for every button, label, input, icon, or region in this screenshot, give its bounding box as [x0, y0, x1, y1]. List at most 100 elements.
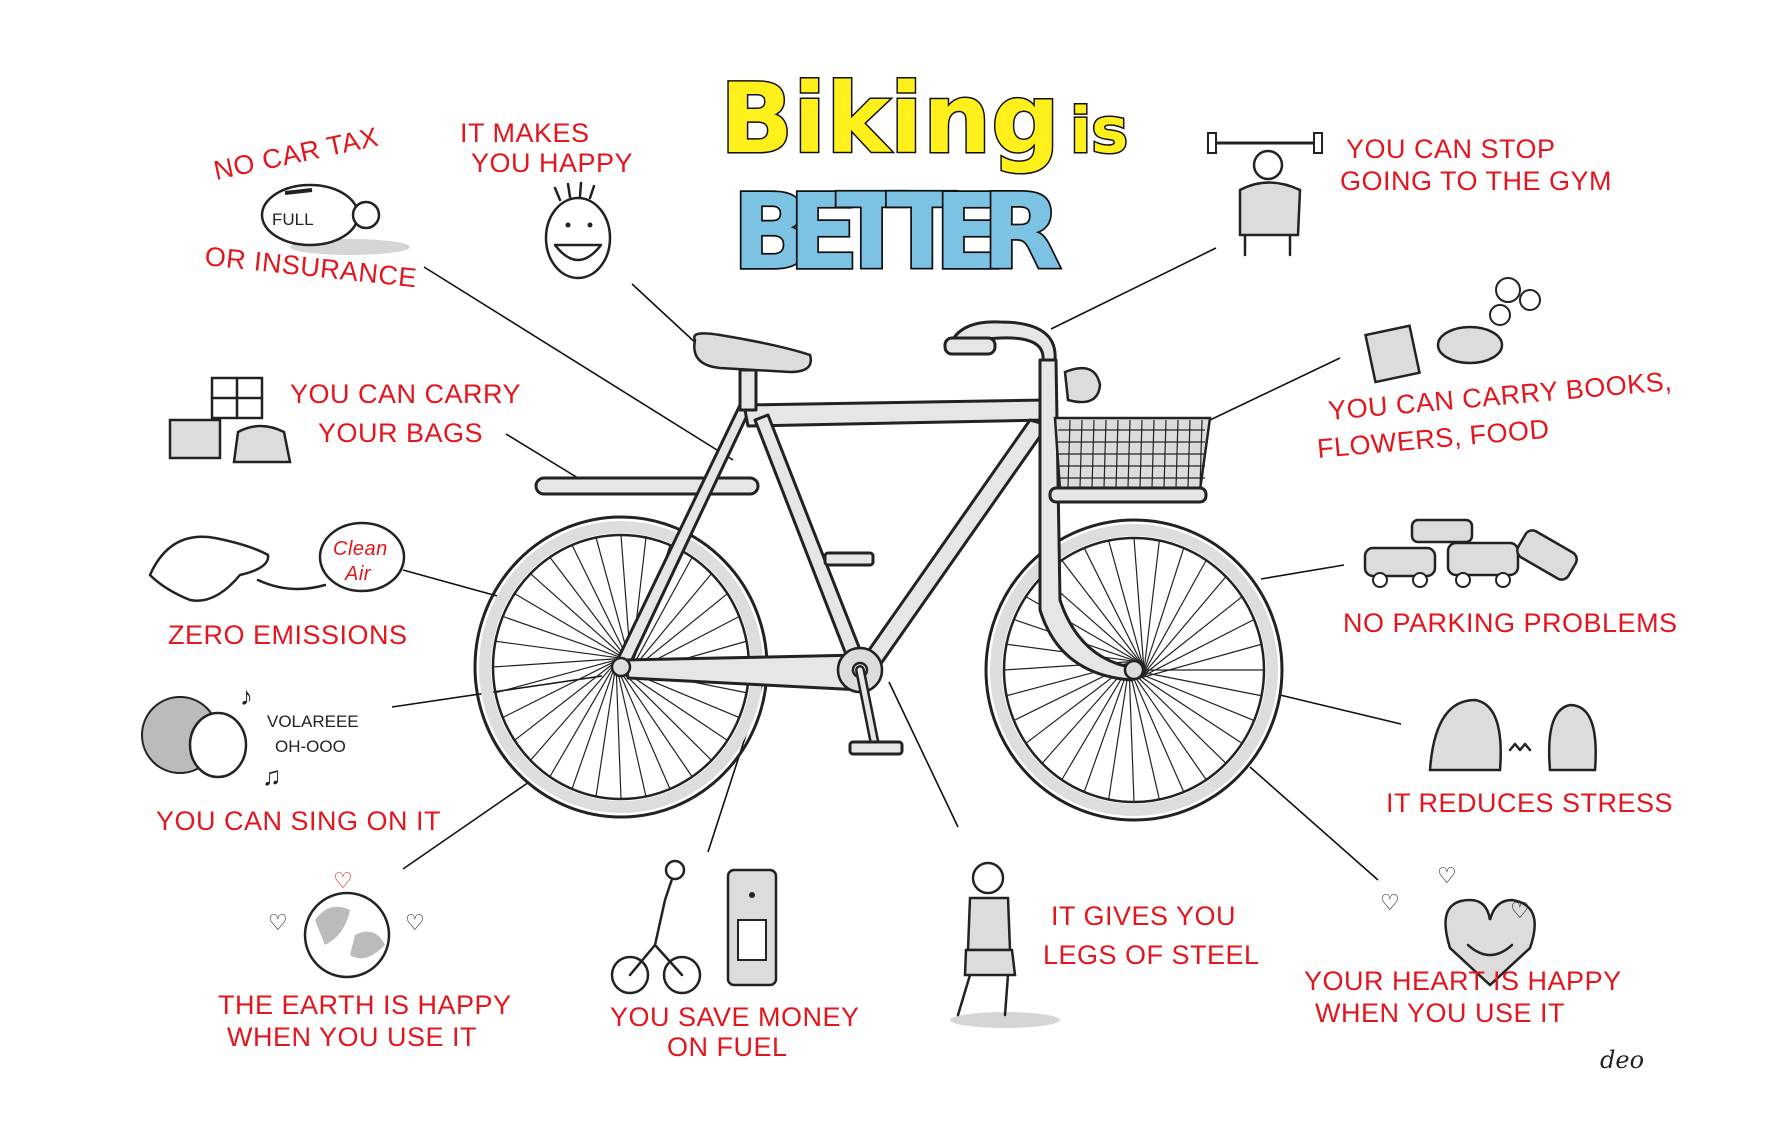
weightlifter-icon — [1207, 132, 1323, 257]
spoke — [1083, 547, 1143, 665]
leader-sing — [391, 675, 603, 708]
label-earth-2: WHEN YOU USE IT — [227, 1022, 477, 1052]
label-stress: IT REDUCES STRESS — [1386, 788, 1673, 818]
strong-legs-man-icon — [950, 861, 1060, 1028]
spoke — [1143, 540, 1160, 672]
song-line-1: VOLAREEE — [267, 712, 359, 731]
seat-stay — [753, 413, 868, 672]
spoke — [1128, 678, 1135, 803]
artist-signature: deo — [1600, 1046, 1644, 1074]
front-hub — [1123, 659, 1145, 681]
pedal — [848, 740, 904, 756]
spoke — [627, 673, 728, 741]
label-sing: YOU CAN SING ON IT — [156, 806, 441, 836]
spoke — [1142, 674, 1255, 722]
spoke — [1133, 643, 1262, 681]
label-gym-1: YOU CAN STOP — [1346, 134, 1556, 164]
label-fuel-2: ON FUEL — [667, 1032, 788, 1062]
spoke — [1143, 671, 1262, 697]
spoke — [495, 660, 614, 694]
leader-stress — [1279, 694, 1402, 725]
heart-small-icon: ♡ — [333, 868, 353, 893]
spoke — [1142, 547, 1185, 674]
singer-icon: ♪ ♫ VOLAREEE OH-OOO — [141, 681, 359, 791]
spoke — [502, 615, 621, 658]
cloud-text-clean: Clean — [333, 538, 388, 560]
spoke — [1041, 670, 1125, 764]
spoke — [1135, 618, 1255, 681]
label-gym-2: GOING TO THE GYM — [1340, 166, 1612, 196]
title-better: BETTER — [732, 171, 1062, 293]
label-heart-1: YOUR HEART IS HAPPY — [1304, 966, 1622, 996]
traffic-jam-icon — [1363, 518, 1578, 588]
spoke — [571, 544, 630, 662]
label-bags-2: YOUR BAGS — [318, 418, 483, 448]
leader-legs — [888, 681, 959, 828]
spoke — [625, 675, 712, 761]
music-note-icon: ♪ — [240, 681, 253, 711]
spoke — [530, 573, 626, 659]
leader-heart — [1249, 766, 1379, 881]
spoke — [1137, 596, 1243, 680]
happy-heart-icon: ♡ ♡ ♡ — [1380, 863, 1536, 987]
spoke — [514, 593, 623, 658]
cyclist-and-pump-icon — [610, 859, 778, 995]
spoke — [1131, 679, 1160, 800]
leader-lines — [391, 247, 1402, 881]
title: Biking is BETTER — [719, 62, 1130, 295]
driver-face-icon — [148, 535, 327, 602]
leader-books — [1209, 357, 1341, 421]
label-legs-1: IT GIVES YOU — [1051, 901, 1236, 931]
spoke — [1140, 576, 1227, 678]
down-tube — [860, 418, 1050, 667]
heart-small-icon-4: ♡ — [1437, 863, 1457, 888]
spoke — [549, 556, 628, 660]
label-car-tax-1: NO CAR TAX — [211, 122, 381, 186]
label-happy-2: YOU HAPPY — [471, 148, 633, 178]
label-legs-2: LEGS OF STEEL — [1043, 940, 1260, 970]
spoke — [1138, 678, 1227, 764]
leader-car-tax — [423, 266, 734, 461]
heart-small-icon-5: ♡ — [1380, 890, 1400, 915]
spoke — [615, 675, 622, 800]
title-biking: Biking — [720, 63, 1060, 175]
label-bags-1: YOU CAN CARRY — [290, 379, 521, 409]
headlight — [1063, 366, 1102, 404]
label-heart-2: WHEN YOU USE IT — [1315, 998, 1565, 1028]
piggy-label: FULL — [272, 210, 314, 229]
song-line-2: OH-OOO — [275, 737, 346, 756]
earth-icon: ♡ ♡ ♡ — [268, 868, 425, 979]
spoke — [1108, 677, 1128, 800]
music-note-icon-2: ♫ — [262, 761, 282, 791]
spoke — [618, 676, 647, 797]
spoke — [495, 640, 618, 659]
cloud-text-air: Air — [344, 563, 372, 585]
spoke — [530, 667, 612, 761]
rear-hub — [610, 656, 632, 678]
spoke — [502, 662, 613, 719]
label-earth-1: THE EARTH IS HAPPY — [218, 990, 512, 1020]
spoke — [1136, 679, 1207, 781]
leader-parking — [1260, 564, 1345, 580]
bags-icon — [168, 376, 292, 464]
saddle — [693, 332, 813, 374]
spoke — [623, 676, 693, 778]
handle-grip — [943, 336, 997, 356]
leader-earth — [402, 781, 530, 870]
spoke — [571, 672, 614, 790]
front-wheel — [984, 518, 1284, 822]
angry-faces-icon — [1428, 698, 1597, 772]
spoke — [1140, 676, 1243, 744]
spoke — [1025, 667, 1125, 744]
happy-face-icon — [544, 181, 612, 280]
spoke — [595, 674, 615, 797]
title-is: is — [1070, 94, 1128, 167]
label-fuel-1: YOU SAVE MONEY — [610, 1002, 860, 1032]
spoke — [1133, 537, 1145, 669]
top-tube — [742, 398, 1049, 428]
clean-air-cloud-icon: Clean Air — [318, 521, 406, 593]
benefit-labels: NO CAR TAX OR INSURANCE IT MAKES YOU HAP… — [156, 118, 1677, 1062]
spoke — [620, 676, 671, 790]
label-emissions: ZERO EMISSIONS — [168, 620, 408, 650]
piggy-bank-icon: FULL — [260, 183, 410, 255]
